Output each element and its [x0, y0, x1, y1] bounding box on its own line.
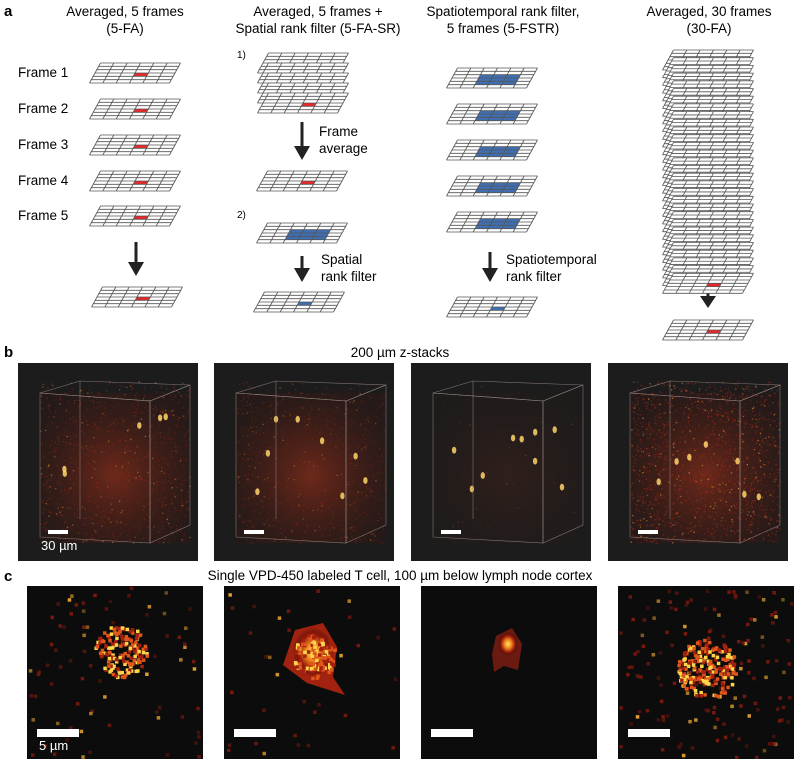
- panel-c: c Single VPD-450 labeled T cell, 100 µm …: [4, 568, 794, 759]
- t-cell-image-2: [224, 586, 400, 759]
- col3-frame-grid-4: [446, 175, 538, 197]
- z-stack-images: [18, 363, 788, 561]
- col2-filter-input-grid-highlight: [285, 229, 331, 240]
- frame-label-1: Frame 1: [18, 65, 68, 80]
- panel-b-scale-label: 30 µm: [41, 538, 77, 553]
- t-cell-image-4: [618, 586, 794, 759]
- t-cell-image-3: [421, 586, 597, 759]
- col2-average-grid-highlight: [300, 181, 316, 185]
- z-stack-scale-bar-2: [244, 530, 264, 534]
- col3-frame-grid-5: [446, 211, 538, 233]
- t-cell-images: [27, 586, 794, 759]
- panel-a: a Averaged, 5 frames (5-FA) Averaged, 5 …: [4, 3, 772, 341]
- z-stack-scale-bar-1: [48, 530, 68, 534]
- spatial-rank-line1: Spatial: [321, 252, 362, 267]
- col3-title-line2: 5 frames (5-FSTR): [447, 21, 560, 36]
- panel-b-letter: b: [4, 344, 13, 361]
- t-cell-scale-bar-2: [234, 729, 276, 737]
- col3-frame-grid-1: [446, 67, 538, 89]
- col3-title-line1: Spatiotemporal rank filter,: [426, 4, 579, 19]
- t-cell-image-1: [27, 586, 203, 759]
- t-cell-scale-bar-1: [37, 729, 79, 737]
- col1-title-line1: Averaged, 5 frames: [66, 4, 184, 19]
- col3-frame-grid-3-highlight: [475, 146, 521, 157]
- col1-frame-grid-5: [89, 205, 181, 227]
- arrow-col2-frame-average: [294, 122, 310, 160]
- arrow-col1-down: [128, 242, 144, 276]
- panel-c-scale-label: 5 µm: [39, 738, 68, 753]
- t-cell-scale-bar-4: [628, 729, 670, 737]
- panel-c-title: Single VPD-450 labeled T cell, 100 µm be…: [208, 568, 593, 583]
- col4-result-grid-highlight: [706, 330, 722, 334]
- arrow-col2-spatial-rank: [294, 256, 310, 282]
- frame-average-line2: average: [319, 141, 368, 156]
- z-stack-scale-bar-3: [441, 530, 461, 534]
- col2-title-line2: Spatial rank filter (5-FA-SR): [235, 21, 400, 36]
- col4-title-line1: Averaged, 30 frames: [646, 4, 771, 19]
- col1-frame-grid-4: [89, 170, 181, 192]
- col2-average-grid: [256, 170, 348, 192]
- col2-title-line1: Averaged, 5 frames +: [253, 4, 382, 19]
- z-stack-scale-bar-4: [638, 530, 658, 534]
- col1-frame-grid-1-highlight: [133, 73, 149, 77]
- col1-title-line2: (5-FA): [106, 21, 144, 36]
- col2-result-grid: [253, 291, 345, 313]
- spatiotemporal-rank-line2: rank filter: [506, 269, 562, 284]
- col1-frame-grid-3-highlight: [133, 145, 149, 149]
- col1-result-grid: [91, 286, 183, 308]
- z-stack-image-2: [214, 363, 394, 561]
- col2-filter-input-grid: [256, 222, 348, 244]
- spatiotemporal-rank-line1: Spatiotemporal: [506, 252, 597, 267]
- col3-frame-grid-2: [446, 103, 538, 125]
- arrow-col3-spatiotemporal-rank: [482, 252, 498, 282]
- z-stack-image-4: [608, 363, 788, 561]
- col2-result-grid-highlight: [297, 302, 313, 306]
- step-1-label: 1): [237, 50, 246, 61]
- col1-frame-grid-2: [89, 98, 181, 120]
- col1-frame-grid-1: [89, 62, 181, 84]
- panel-a-letter: a: [4, 3, 13, 20]
- frame-average-line1: Frame: [319, 124, 358, 139]
- col2-stack-grid-5: [257, 92, 349, 114]
- panel-b-title: 200 µm z-stacks: [351, 345, 450, 360]
- col3-result-grid-highlight: [490, 307, 506, 311]
- col4-stack-grid-30-highlight: [706, 283, 722, 287]
- col4-stack-grid-30: [662, 272, 754, 294]
- col1-frame-grid-2-highlight: [133, 109, 149, 113]
- frame-label-2: Frame 2: [18, 101, 68, 116]
- grid-layers: [89, 49, 754, 341]
- spatial-rank-line2: rank filter: [321, 269, 377, 284]
- z-stack-image-1: [18, 363, 198, 561]
- t-cell-scale-bar-3: [431, 729, 473, 737]
- col3-result-grid: [446, 296, 538, 318]
- col3-frame-grid-2-highlight: [475, 110, 521, 121]
- col1-frame-grid-5-highlight: [133, 216, 149, 220]
- frame-label-4: Frame 4: [18, 173, 69, 188]
- col3-frame-grid-1-highlight: [475, 74, 521, 85]
- col3-frame-grid-5-highlight: [475, 218, 521, 229]
- col1-frame-grid-4-highlight: [133, 181, 149, 185]
- col2-stack-grid-5-highlight: [301, 103, 317, 107]
- col4-result-grid: [662, 319, 754, 341]
- panel-b: b 200 µm z-stacks 30 µm: [4, 344, 788, 561]
- col3-frame-grid-4-highlight: [475, 182, 521, 193]
- frame-label-5: Frame 5: [18, 208, 68, 223]
- col4-title-line2: (30-FA): [686, 21, 731, 36]
- panel-c-letter: c: [4, 568, 12, 585]
- z-stack-image-3: [411, 363, 591, 561]
- col1-frame-grid-3: [89, 134, 181, 156]
- frame-label-3: Frame 3: [18, 137, 68, 152]
- col3-frame-grid-3: [446, 139, 538, 161]
- step-2-label: 2): [237, 210, 246, 221]
- col1-result-grid-highlight: [135, 297, 151, 301]
